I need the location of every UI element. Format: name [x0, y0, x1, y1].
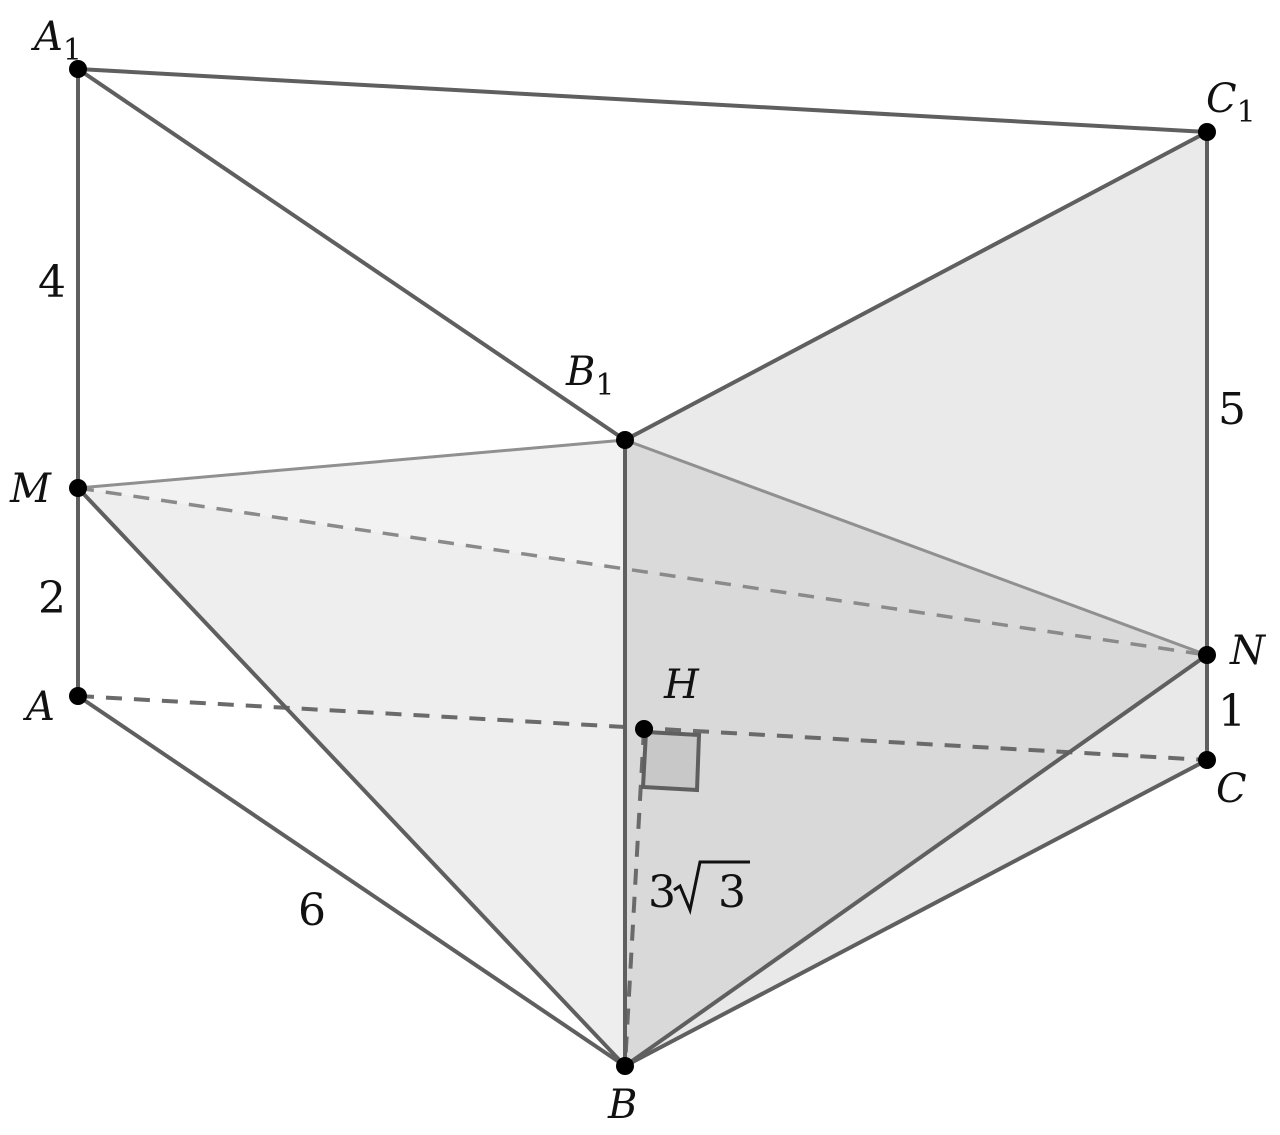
edge-a-b [76, 694, 627, 1068]
hidden-edge-hb [623, 728, 646, 1067]
length-m-a: 2 [38, 573, 66, 624]
length-h-b: 3 3 [648, 860, 750, 918]
vertex-n-dot [1198, 646, 1216, 664]
label-c: C [1216, 766, 1247, 812]
length-h-b-radicand: 3 [718, 867, 746, 918]
length-a-b: 6 [298, 885, 326, 936]
label-a: A [22, 684, 55, 730]
length-n-c: 1 [1218, 686, 1246, 737]
vertex-m-dot [69, 479, 87, 497]
radical-sign [673, 860, 750, 916]
label-b: B [607, 1082, 637, 1128]
edge-a1-c1 [76, 67, 1209, 134]
label-b1: B1 [565, 349, 615, 403]
vertex-h-dot [635, 720, 653, 738]
edge-m-b1 [77, 438, 626, 490]
vertex-a-dot [69, 687, 87, 705]
vertex-c1-dot [1198, 123, 1216, 141]
vertex-c-dot [1198, 751, 1216, 769]
label-c1: C1 [1206, 76, 1256, 130]
edge-b1-c1 [623, 130, 1209, 442]
label-n: N [1229, 628, 1267, 674]
face-b1-b-n [625, 440, 1207, 1066]
length-h-b-coef: 3 [648, 867, 676, 918]
label-h: H [663, 662, 700, 708]
edge-m-b [76, 486, 627, 1068]
label-a1: A1 [30, 14, 82, 68]
length-a1-m: 4 [38, 257, 66, 308]
right-angle-marker [640, 729, 702, 793]
edge-b-c [623, 758, 1209, 1068]
edge-a1-b1 [76, 67, 627, 442]
vertex-a1-dot [69, 60, 87, 78]
vertex-b1-dot [616, 431, 634, 449]
hidden-edge-mn [77, 486, 1208, 657]
length-c1-n: 5 [1218, 384, 1246, 435]
label-m: M [9, 466, 52, 512]
vertex-b-dot [616, 1057, 634, 1075]
edge-b-n [623, 653, 1209, 1068]
face-b1-n-c1 [625, 132, 1207, 655]
edge-b1-n [624, 438, 1208, 657]
